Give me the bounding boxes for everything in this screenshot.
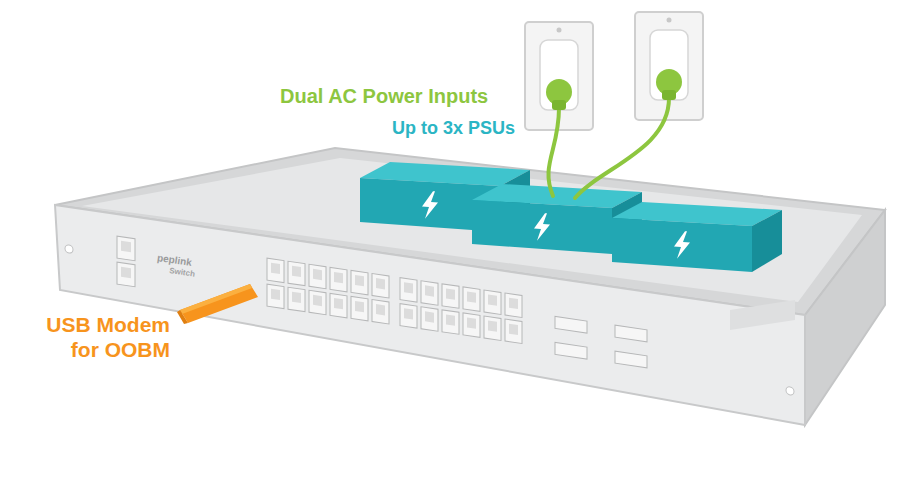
switch-chassis	[55, 148, 885, 425]
ethernet-port	[484, 316, 501, 340]
ethernet-port	[351, 270, 368, 294]
ethernet-port	[421, 307, 438, 331]
ethernet-port	[400, 278, 417, 302]
ethernet-port	[288, 261, 305, 285]
ethernet-port	[330, 293, 347, 317]
power-plug	[546, 69, 682, 110]
ethernet-port	[505, 319, 522, 343]
ethernet-port	[288, 287, 305, 311]
port-socket	[425, 285, 434, 296]
ethernet-port	[442, 284, 459, 308]
port-socket	[271, 289, 280, 300]
ethernet-port	[267, 258, 284, 282]
ethernet-port	[505, 293, 522, 317]
port-socket	[488, 295, 497, 306]
port-socket	[376, 278, 385, 289]
port-socket	[292, 292, 301, 303]
callout-label: Dual AC Power Inputs	[280, 84, 510, 108]
port-socket	[488, 321, 497, 332]
ethernet-port	[442, 310, 459, 334]
port-socket	[404, 282, 413, 293]
ethernet-port	[463, 287, 480, 311]
port-socket	[404, 308, 413, 319]
port-socket	[446, 314, 455, 325]
ethernet-port	[400, 304, 417, 328]
port-socket	[355, 275, 364, 286]
port-socket	[334, 298, 343, 309]
ethernet-port	[372, 300, 389, 324]
usb-modem	[177, 284, 258, 324]
port-socket	[271, 263, 280, 274]
callout-label: USB Modem for OOBM	[20, 312, 170, 362]
port-socket	[292, 266, 301, 277]
ethernet-port	[330, 267, 347, 291]
ethernet-port	[484, 290, 501, 314]
port-socket	[313, 269, 322, 280]
port-socket	[425, 311, 434, 322]
port-socket	[509, 298, 518, 309]
ethernet-port	[309, 264, 326, 288]
ethernet-port	[372, 274, 389, 298]
port-socket	[355, 301, 364, 312]
ethernet-port	[463, 313, 480, 337]
callout-label: Up to 3x PSUs	[355, 118, 515, 140]
port-socket	[467, 291, 476, 302]
port-socket	[509, 324, 518, 335]
port-socket	[376, 304, 385, 315]
ethernet-port	[351, 296, 368, 320]
brand-logo: Switch	[169, 266, 220, 283]
port-socket	[467, 317, 476, 328]
ethernet-port	[421, 281, 438, 305]
ethernet-port	[309, 290, 326, 314]
psu-box	[612, 202, 782, 272]
port-socket	[446, 288, 455, 299]
power-cable	[548, 98, 669, 198]
port-socket	[313, 295, 322, 306]
ethernet-port	[267, 284, 284, 308]
port-socket	[334, 272, 343, 283]
